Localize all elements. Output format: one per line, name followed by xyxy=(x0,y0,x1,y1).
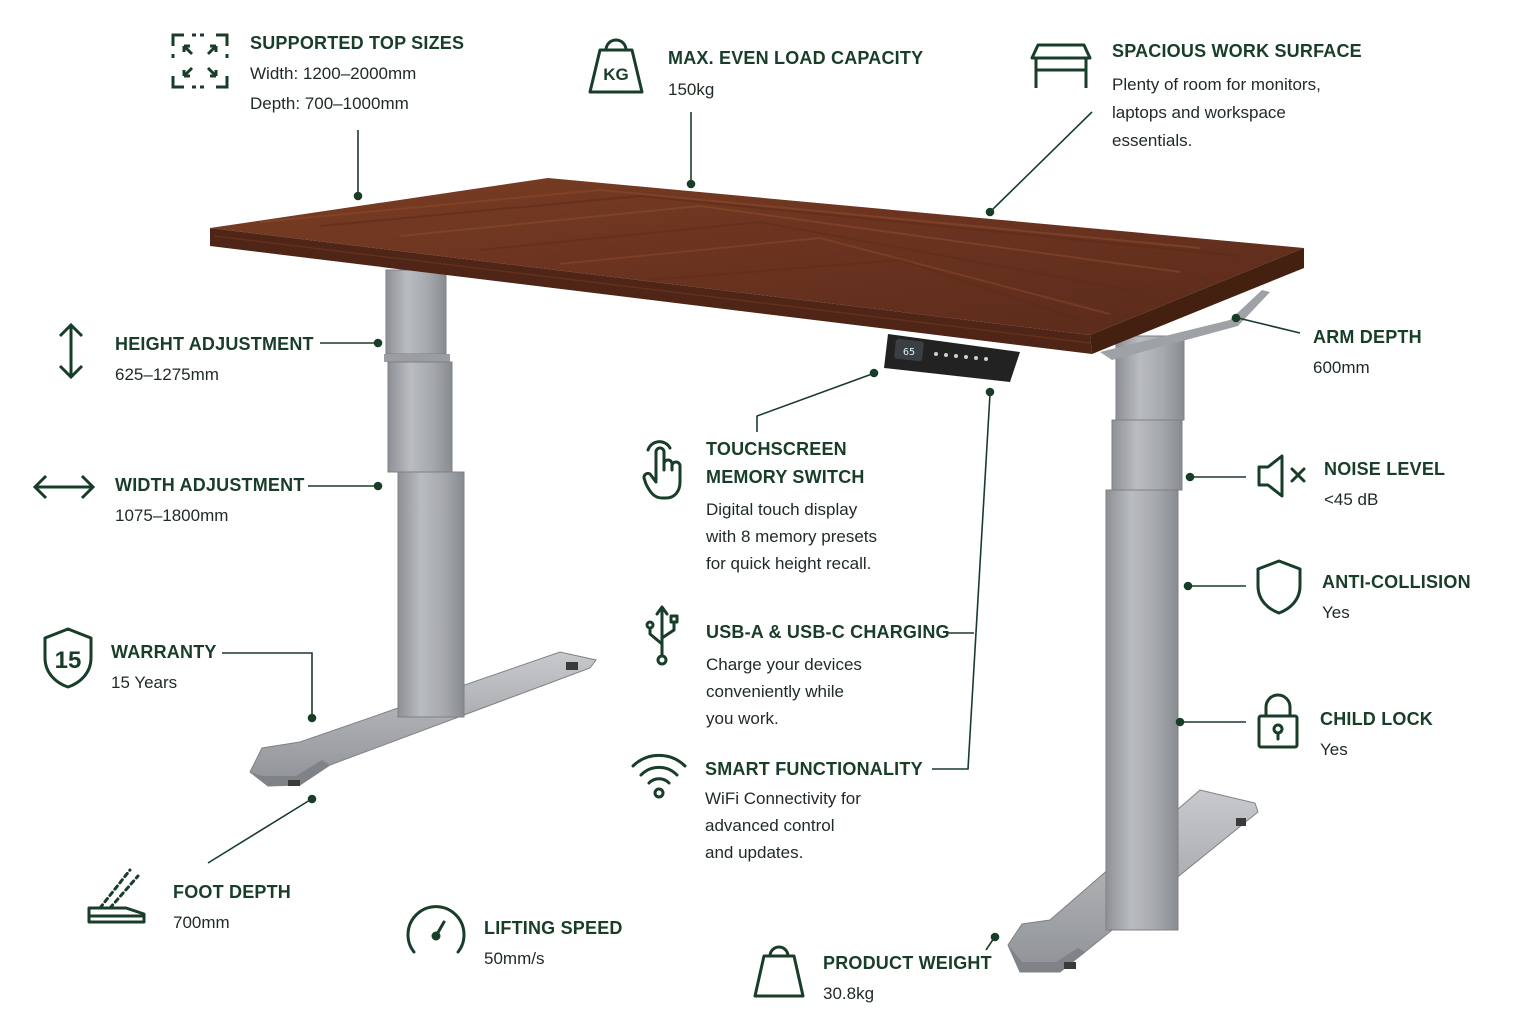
feature-value: <45 dB xyxy=(1324,490,1379,509)
feature-value: 30.8kg xyxy=(823,984,875,1003)
svg-text:15: 15 xyxy=(55,647,82,674)
feature-value: WiFi Connectivity for xyxy=(705,789,861,808)
svg-text:KG: KG xyxy=(603,65,629,84)
feature-value: 600mm xyxy=(1313,358,1370,377)
feature-product-weight: PRODUCT WEIGHT 30.8kg xyxy=(823,949,992,1007)
left-leg xyxy=(249,269,597,787)
expand-arrows-icon xyxy=(171,33,229,89)
weight-bag-icon xyxy=(753,945,805,998)
table-icon xyxy=(1030,43,1092,88)
feature-smart-functionality: SMART FUNCTIONALITY WiFi Connectivity fo… xyxy=(705,755,923,866)
control-panel-display: 65 xyxy=(903,347,915,358)
feature-noise-level: NOISE LEVEL <45 dB xyxy=(1324,455,1445,513)
feature-title: SUPPORTED TOP SIZES xyxy=(250,33,465,53)
warranty-shield-icon: 15 xyxy=(43,627,93,689)
feature-foot-depth: FOOT DEPTH 700mm xyxy=(173,878,291,936)
feature-title: FOOT DEPTH xyxy=(173,882,291,902)
feature-work-surface: SPACIOUS WORK SURFACE Plenty of room for… xyxy=(1112,37,1362,155)
control-panel[interactable]: 65 xyxy=(884,334,1020,382)
feature-value: with 8 memory presets xyxy=(706,527,877,546)
feature-value: 625–1275mm xyxy=(115,365,219,384)
feature-value: essentials. xyxy=(1112,131,1193,150)
desk-top xyxy=(210,178,1304,354)
feature-title: PRODUCT WEIGHT xyxy=(823,953,992,973)
feature-value: 150kg xyxy=(668,80,715,99)
weight-kg-icon: KG xyxy=(588,38,644,94)
feature-value: laptops and workspace xyxy=(1112,103,1286,122)
feature-value: Charge your devices xyxy=(706,655,862,674)
feature-value: 15 Years xyxy=(111,673,178,692)
feature-value: Depth: 700–1000mm xyxy=(250,94,409,113)
wifi-icon xyxy=(631,753,687,799)
feature-title: NOISE LEVEL xyxy=(1324,459,1446,479)
feature-touchscreen: TOUCHSCREEN MEMORY SWITCH Digital touch … xyxy=(706,435,877,577)
feature-value: 50mm/s xyxy=(484,949,545,968)
feature-value: Yes xyxy=(1322,603,1350,622)
vertical-arrows-icon xyxy=(58,322,84,380)
horizontal-arrows-icon xyxy=(32,474,96,500)
feature-warranty: WARRANTY 15 Years xyxy=(111,638,217,696)
usb-icon xyxy=(645,605,679,666)
feature-title: MEMORY SWITCH xyxy=(706,467,865,487)
feature-arm-depth: ARM DEPTH 600mm xyxy=(1313,323,1422,381)
feature-value: for quick height recall. xyxy=(706,554,872,573)
feature-value: you work. xyxy=(706,709,779,728)
feature-value: Width: 1200–2000mm xyxy=(250,64,417,83)
feature-title: WIDTH ADJUSTMENT xyxy=(115,475,305,495)
padlock-icon xyxy=(1257,693,1299,749)
feature-title: USB-A & USB-C CHARGING xyxy=(706,622,950,642)
gauge-icon xyxy=(406,905,466,954)
feature-title: CHILD LOCK xyxy=(1320,709,1433,729)
feature-value: Digital touch display xyxy=(706,500,858,519)
feature-title: WARRANTY xyxy=(111,642,217,662)
feature-anti-collision: ANTI-COLLISION Yes xyxy=(1322,568,1471,626)
feature-width-adjustment: WIDTH ADJUSTMENT 1075–1800mm xyxy=(115,471,305,529)
speaker-mute-icon xyxy=(1257,454,1306,498)
feature-child-lock: CHILD LOCK Yes xyxy=(1320,705,1433,763)
feature-title: LIFTING SPEED xyxy=(484,918,623,938)
feature-title: TOUCHSCREEN xyxy=(706,439,847,459)
feature-top-sizes: SUPPORTED TOP SIZES Width: 1200–2000mm D… xyxy=(250,29,464,117)
feature-value: 1075–1800mm xyxy=(115,506,229,525)
feature-height-adjustment: HEIGHT ADJUSTMENT 625–1275mm xyxy=(115,330,314,388)
feature-title: ARM DEPTH xyxy=(1313,327,1422,347)
feature-title: MAX. EVEN LOAD CAPACITY xyxy=(668,48,924,68)
feature-value: Yes xyxy=(1320,740,1348,759)
feature-title: SMART FUNCTIONALITY xyxy=(705,759,923,779)
foot-depth-icon xyxy=(87,868,146,924)
leader-lines xyxy=(207,111,1301,951)
feature-value: advanced control xyxy=(705,816,835,835)
feature-lifting-speed: LIFTING SPEED 50mm/s xyxy=(484,914,623,972)
feature-title: ANTI-COLLISION xyxy=(1322,572,1471,592)
feature-title: HEIGHT ADJUSTMENT xyxy=(115,334,314,354)
feature-value: and updates. xyxy=(705,843,804,862)
feature-usb-charging: USB-A & USB-C CHARGING Charge your devic… xyxy=(706,618,950,732)
feature-title: SPACIOUS WORK SURFACE xyxy=(1112,41,1362,61)
feature-value: conveniently while xyxy=(706,682,844,701)
right-leg xyxy=(1007,290,1270,973)
feature-value: 700mm xyxy=(173,913,230,932)
shield-icon xyxy=(1256,559,1302,615)
feature-load-capacity: MAX. EVEN LOAD CAPACITY 150kg xyxy=(668,44,923,103)
touch-hand-icon xyxy=(642,440,682,500)
feature-value: Plenty of room for monitors, xyxy=(1112,75,1321,94)
